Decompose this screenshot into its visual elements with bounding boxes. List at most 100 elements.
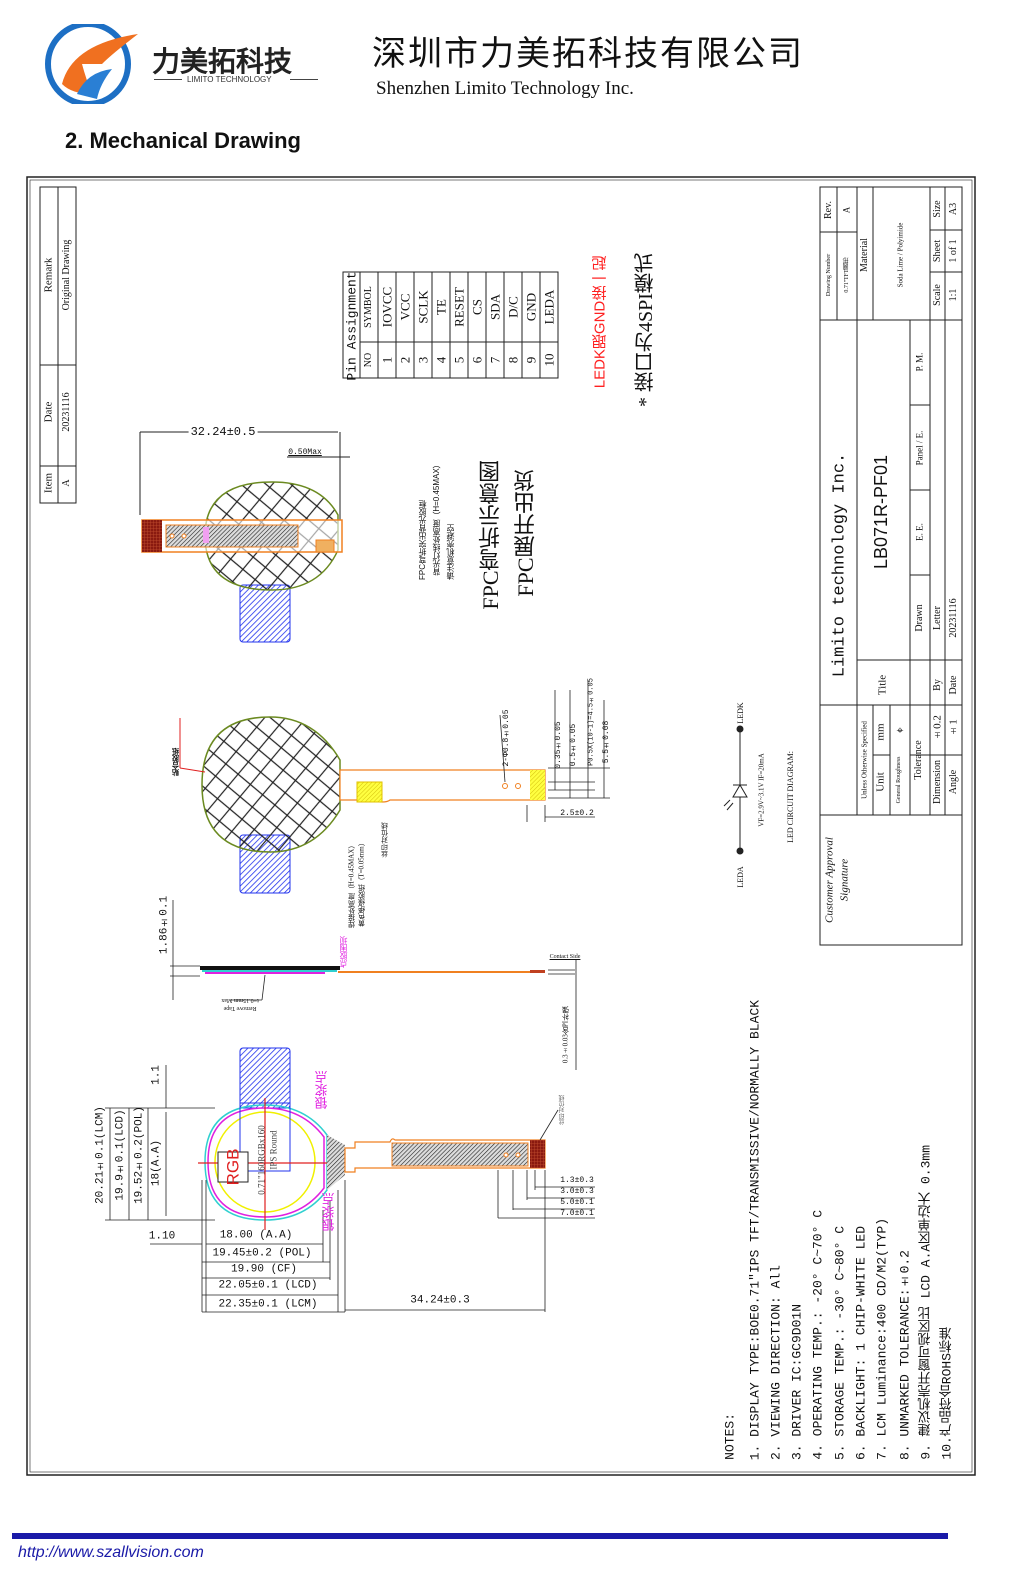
lcm-bent-view (139, 431, 350, 643)
title-block-lines (819, 186, 963, 946)
rev-label: Rev. (823, 201, 834, 219)
contact-side-label: Contact Side (549, 954, 581, 960)
revision-table-lines (39, 186, 77, 504)
dim-aa-height: 18(A.A) (150, 1139, 163, 1187)
pin-symbol: SCLK (415, 290, 431, 324)
dim-1-10: 1.10 (148, 1230, 176, 1243)
pin-number: 5 (451, 356, 467, 364)
dim-pol-height: 19.52±0.2(POL) (133, 1106, 146, 1204)
angle-tolerance: ±1 (947, 719, 960, 737)
logo-rule-left (154, 79, 182, 80)
fpc-note-3: 请注意机壳避空 (446, 524, 455, 580)
lcm-side-view (170, 900, 577, 1070)
dim-1-1: 1.1 (150, 1065, 163, 1085)
dim-fpc-length: 34.24±0.3 (410, 1294, 470, 1307)
unless-specified: Unless Otherwise Specified (860, 721, 869, 799)
pin-number: 9 (523, 356, 539, 364)
dim-7-0: 7.0±0.1 (560, 1209, 594, 1218)
dim-top-width: 32.24±0.5 (188, 425, 258, 439)
customer-approval: Customer Approval (823, 837, 836, 923)
drawing-number-label: Drawing Number (826, 253, 832, 297)
logo-english: LIMITO TECHNOLOGY (187, 75, 272, 84)
drawing-frame (26, 176, 976, 1476)
pin-number: 1 (379, 356, 395, 364)
dim-pitch: P0.5X(10-1)=4.5±0.05 (587, 678, 596, 766)
material-label: Material (859, 238, 870, 272)
revision-header-item: Item (42, 472, 55, 494)
dim-035: 0.35±0.05 (554, 721, 563, 769)
scale-value: 1:1 (948, 288, 959, 302)
bond-tape-note: 贴合胶纸 (171, 748, 180, 776)
note-item: 4. OPERATING TEMP.: -20° C~70° C (810, 1210, 826, 1460)
pin-number: 2 (397, 356, 413, 364)
dim-5-0: 5.0±0.1 (560, 1198, 594, 1207)
yellow-tape-note: 黄色绝缘胶纸（T=0.05mm） (357, 839, 366, 927)
dim-lcd-height: 19.9±0.1(LCD) (114, 1109, 127, 1201)
pin-symbol: IOVCC (379, 286, 395, 328)
note-item: 8. UNMARKED TOLERANCE:±0.2 (897, 1249, 913, 1460)
signature-label: Signature (838, 858, 851, 902)
by-value: Letter (932, 606, 943, 630)
notes-title: NOTES: (722, 1413, 738, 1460)
drawing-number: 0.71''TFT圆形 (844, 257, 850, 293)
remove-tape-label-2: t=0.15mm Max (221, 997, 259, 1003)
pin-symbol: TE (433, 299, 449, 315)
pin-header-symbol: SYMBOL (363, 286, 374, 328)
led-circuit-diagram (723, 725, 748, 855)
pin-header-no: NO (363, 352, 374, 368)
dimension-label: Dimension (932, 760, 943, 804)
unit-label: Unit (874, 772, 887, 792)
note-item: 5. STORAGE TEMP.: -30° C~80° C (832, 1225, 848, 1460)
led-ledk-label: LEDK (736, 702, 745, 724)
tolerance-label: Tolerance (913, 740, 924, 780)
dim-05: 0.5±0.05 (569, 723, 578, 767)
dim-lcd-width: 22.05±0.1 (LCD) (218, 1279, 318, 1292)
size-label: Size (932, 200, 943, 218)
silver-paste-bottom: 银浆点 (321, 1192, 337, 1232)
scale-label: Scale (932, 284, 943, 306)
panel-size-label: 0.71"160RGBx160 (256, 1125, 267, 1195)
dim-hole: 2-Φ0.8±0.05 (502, 709, 511, 767)
dim-050-max: 0.50Max (288, 448, 322, 457)
revision-remark: Original Drawing (61, 239, 72, 311)
remove-tape-label-1: Remove Tape (223, 1005, 257, 1011)
size-value: A3 (948, 202, 959, 216)
sheet-value: 1 of 1 (948, 239, 959, 263)
pin-symbol: SDA (487, 293, 503, 321)
note-item: 1. DISPLAY TYPE:BOE0.71"IPS TFT/TRANSMIS… (747, 999, 763, 1460)
pin-symbol: VCC (397, 293, 413, 321)
by-label: By (932, 679, 943, 691)
date-label: Date (948, 675, 959, 695)
logo-rule-right (290, 79, 318, 80)
title-label: Title (876, 674, 889, 696)
silk-align-note-2: 丝印对位线 (560, 1095, 566, 1125)
roughness-label: General Roughness (896, 756, 902, 804)
dim-3-0: 3.0±0.3 (560, 1187, 594, 1196)
panel-label: Panel / E. (914, 430, 925, 466)
revision-header-date: Date (42, 401, 55, 423)
pin-number: 7 (487, 356, 503, 364)
dim-lcm-width: 22.35±0.1 (LCM) (218, 1298, 318, 1311)
lcm-unfolded-view (179, 714, 610, 894)
revision-date: 20231116 (61, 392, 72, 432)
led-circuit-title: LED CIRCUIT DIAGRAM: (786, 751, 795, 843)
footer-url[interactable]: http://www.szallvision.com (18, 1544, 204, 1561)
note-item: 7. LCM Luminance:400 CD/M2(TYP) (874, 1218, 890, 1460)
ips-round-label: IPS Round (268, 1130, 279, 1170)
silver-paste-top: 银浆点 (314, 1070, 330, 1110)
pi-stiffener-note: 0.3±0.03含PI补强 (561, 1006, 570, 1064)
material-value: Soda Lime / Polyimide (896, 222, 905, 288)
title-block-company: Limito technology Inc. (830, 452, 850, 678)
rev-value: A (841, 206, 852, 214)
roughness-symbol-icon: ⌖ (896, 723, 904, 737)
spi-mode-note: * 接口为4SPI模式 (635, 253, 657, 407)
fpc-bend-title: FPC弯折示意图 (478, 460, 503, 610)
led-leda-label: LEDA (736, 866, 745, 888)
note-item: 3. DRIVER IC:GC9D01N (789, 1303, 805, 1460)
rgb-label: RGB (223, 1148, 243, 1186)
pin-number: 10 (541, 353, 557, 367)
pin-symbol: D/C (505, 296, 521, 318)
note-item: 9. 建议机壳开窗可视区比 LCD A.A区单边大 0.3mm (918, 1145, 934, 1460)
